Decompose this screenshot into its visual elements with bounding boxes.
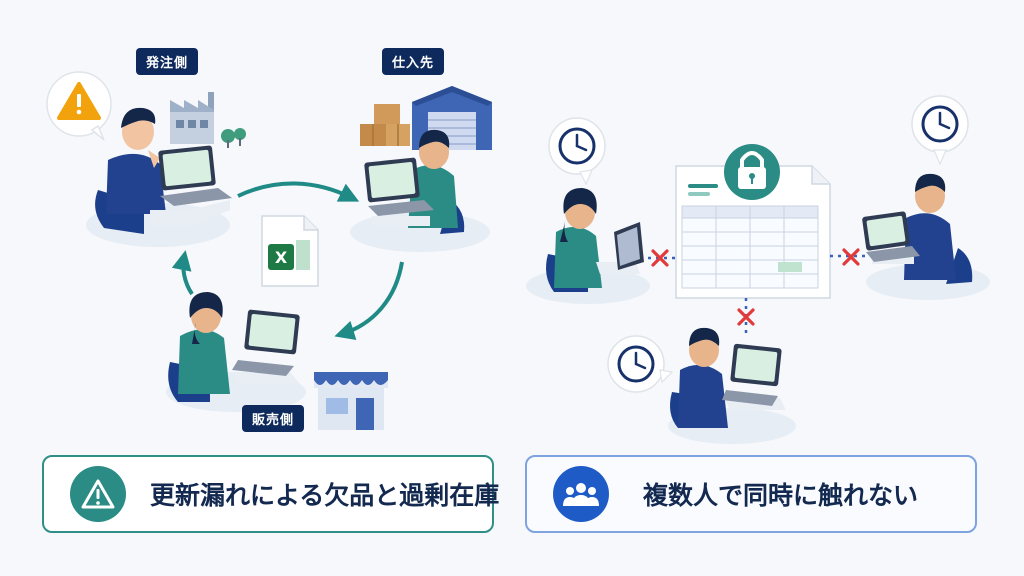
caption-right-text: 複数人で同時に触れない [643,481,919,510]
x-mark-icon [651,249,669,267]
clock-icon [558,127,596,165]
clock-bubble-bottom [607,335,674,393]
supplier-person-illustration [350,129,490,252]
role-tag-sales: 販売側 [242,405,305,432]
clock-bubble-right [911,95,969,166]
boxes-icon [360,104,410,146]
x-mark-icon [737,308,755,326]
diagram-illustration: X [46,71,990,444]
cycle-arrows [171,181,404,340]
shared-spreadsheet [675,144,831,299]
ordering-person-illustration [86,107,232,247]
caption-panel-right: 複数人で同時に触れない [525,455,977,533]
collaborator-bottom-illustration [668,327,796,444]
warning-icon [70,466,126,522]
excel-file-icon: X [261,215,319,287]
warning-bubble [46,71,112,141]
factory-icon [170,92,246,148]
collaborator-right-illustration [862,173,990,300]
lock-icon [724,144,780,200]
store-icon [314,372,388,430]
sales-person-illustration [166,292,306,412]
x-mark-icon [842,248,860,266]
clock-icon [921,105,959,143]
role-tag-supplier: 仕入先 [382,48,445,75]
caption-left-text: 更新漏れによる欠品と過剰在庫 [150,481,500,510]
caption-panel-left: 更新漏れによる欠品と過剰在庫 [42,455,499,533]
warning-icon [57,82,101,120]
group-icon [553,466,609,522]
role-tag-ordering: 発注側 [136,48,199,75]
collaborator-left-illustration [526,188,650,304]
svg-text:X: X [275,248,288,267]
clock-bubble-left [548,117,606,186]
clock-icon [617,345,655,383]
blocked-connections [640,248,870,336]
